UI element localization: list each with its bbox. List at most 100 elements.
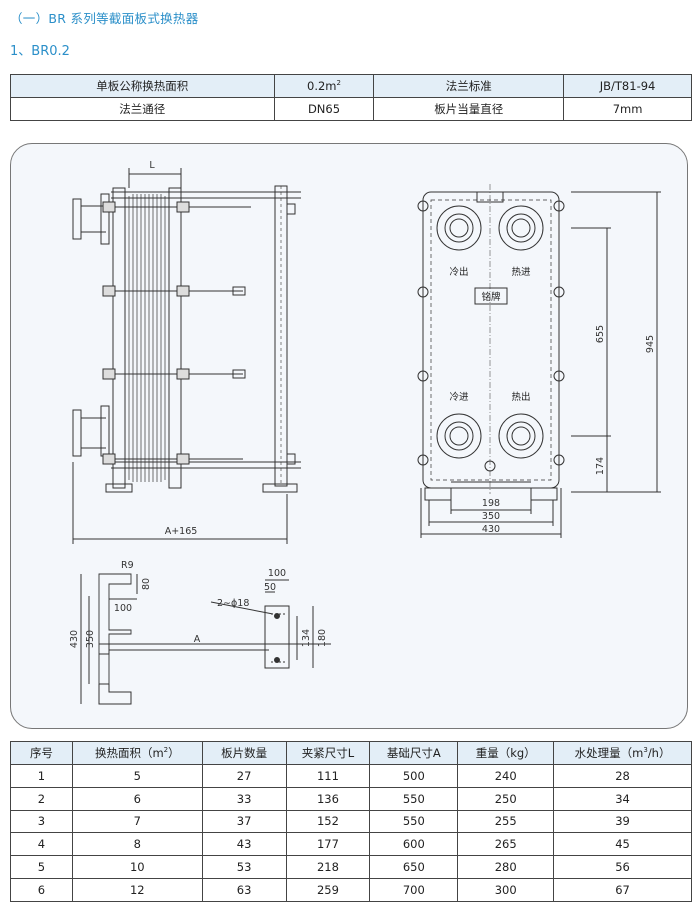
cell-area: 7	[71, 809, 203, 834]
cell-flow: 67	[553, 877, 692, 902]
cell-clamp: 136	[285, 786, 371, 811]
dim-134-label: 134	[301, 629, 312, 647]
dim-80-label: 80	[141, 578, 152, 590]
cell-weight: 255	[457, 809, 555, 834]
col-header-area: 换热面积（m2）	[71, 741, 203, 765]
spec-row-2: 法兰通径 DN65 板片当量直径 7mm	[10, 97, 692, 121]
spec-label-flange-dia: 法兰通径	[10, 97, 275, 121]
cell-area: 12	[71, 877, 203, 902]
cell-plates: 33	[201, 786, 287, 811]
dim-A-label: A	[194, 634, 201, 645]
spec-row-1: 单板公称换热面积 0.2m2 法兰标准 JB/T81-94	[10, 74, 692, 98]
cell-area: 8	[71, 832, 203, 857]
table-row: 6 12 63 259 700 300 67	[10, 877, 692, 902]
dim-655-label: 655	[595, 325, 606, 343]
cell-plates: 63	[201, 877, 287, 902]
dim-350-foundation-label: 350	[85, 630, 96, 648]
spec-value-plate-dia: 7mm	[563, 97, 692, 121]
port-cold-in-label: 冷进	[449, 391, 469, 403]
cell-flow: 56	[553, 855, 692, 879]
dim-350-label: 350	[482, 511, 500, 522]
drawing-svg: L A+165 冷出 热进 铭牌 冷进 热出 198 350 430 655 9…	[69, 160, 661, 705]
col-header-area-sup: 2	[163, 746, 169, 755]
table-row: 1 5 27 111 500 240 28	[10, 764, 692, 788]
dim-430-foundation-label: 430	[69, 630, 80, 648]
model-subheading: 1、BR0.2	[10, 44, 70, 59]
port-hot-in-label: 热进	[511, 266, 531, 278]
cell-clamp: 259	[285, 877, 371, 902]
cell-base: 500	[369, 764, 459, 788]
cell-base: 700	[369, 877, 459, 902]
cell-clamp: 111	[285, 764, 371, 788]
cell-flow: 45	[553, 832, 692, 857]
table-row: 3 7 37 152 550 255 39	[10, 809, 692, 834]
col-header-flow-end: /h）	[647, 746, 671, 760]
cell-no: 4	[10, 832, 73, 857]
cell-area: 6	[71, 786, 203, 811]
cell-base: 650	[369, 855, 459, 879]
spec-label-area: 单板公称换热面积	[10, 74, 275, 98]
cell-flow: 28	[553, 764, 692, 788]
dim-A165-label: A+165	[165, 526, 198, 537]
cell-clamp: 152	[285, 809, 371, 834]
table-row: 5 10 53 218 650 280 56	[10, 855, 692, 879]
cell-area: 10	[71, 855, 203, 879]
cell-base: 600	[369, 832, 459, 857]
dim-945-label: 945	[645, 335, 656, 353]
cell-no: 1	[10, 764, 73, 788]
cell-weight: 250	[457, 786, 555, 811]
hole-spec-label: 2∼ϕ18	[217, 598, 249, 609]
technical-drawing: L A+165 冷出 热进 铭牌 冷进 热出 198 350 430 655 9…	[10, 143, 688, 729]
nameplate-label: 铭牌	[481, 291, 501, 303]
model-data-table: 序号 换热面积（m2） 板片数量 夹紧尺寸L 基础尺寸A 重量（kg） 水处理量…	[10, 741, 692, 902]
col-header-flow-text: 水处理量（m	[574, 746, 644, 760]
cell-plates: 37	[201, 809, 287, 834]
dim-198-label: 198	[482, 498, 500, 509]
cell-no: 2	[10, 786, 73, 811]
dim-50-label: 50	[264, 582, 276, 593]
cell-weight: 240	[457, 764, 555, 788]
dim-174-label: 174	[595, 457, 606, 475]
dim-100-top-label: 100	[268, 568, 286, 579]
dim-430-label: 430	[482, 524, 500, 535]
col-header-flow: 水处理量（m3/h）	[553, 741, 692, 765]
col-header-flow-sup: 3	[643, 746, 648, 755]
cell-flow: 34	[553, 786, 692, 811]
spec-value-area: 0.2m2	[273, 74, 375, 98]
spec-value-flange-dia: DN65	[273, 97, 375, 121]
cell-clamp: 177	[285, 832, 371, 857]
dim-L-label: L	[149, 160, 155, 171]
cell-weight: 265	[457, 832, 555, 857]
section-heading: （一）BR 系列等截面板式换热器	[10, 11, 199, 26]
spec-label-plate-dia: 板片当量直径	[373, 97, 565, 121]
cell-weight: 300	[457, 877, 555, 902]
table-row: 2 6 33 136 550 250 34	[10, 786, 692, 811]
col-header-area-end: ）	[168, 746, 180, 760]
cell-no: 6	[10, 877, 73, 902]
cell-plates: 43	[201, 832, 287, 857]
spec-value-area-sup: 2	[336, 79, 341, 88]
cell-plates: 53	[201, 855, 287, 879]
cell-weight: 280	[457, 855, 555, 879]
col-header-area-text: 换热面积（m	[94, 746, 164, 760]
col-header-base: 基础尺寸A	[369, 741, 459, 765]
cell-plates: 27	[201, 764, 287, 788]
dim-180-label: 180	[317, 629, 328, 647]
col-header-no: 序号	[10, 741, 73, 765]
spec-table: 单板公称换热面积 0.2m2 法兰标准 JB/T81-94 法兰通径 DN65 …	[10, 74, 692, 121]
cell-no: 5	[10, 855, 73, 879]
front-view	[417, 184, 661, 538]
side-view	[72, 168, 301, 544]
table-row: 4 8 43 177 600 265 45	[10, 832, 692, 857]
dim-R9-label: R9	[121, 560, 134, 571]
cell-clamp: 218	[285, 855, 371, 879]
col-header-clamp: 夹紧尺寸L	[285, 741, 371, 765]
spec-value-flange-std: JB/T81-94	[563, 74, 692, 98]
port-hot-out-label: 热出	[511, 391, 530, 403]
cell-flow: 39	[553, 809, 692, 834]
cell-base: 550	[369, 809, 459, 834]
cell-no: 3	[10, 809, 73, 834]
col-header-plates: 板片数量	[201, 741, 287, 765]
dim-100-label: 100	[114, 603, 132, 614]
port-cold-out-label: 冷出	[449, 266, 468, 278]
